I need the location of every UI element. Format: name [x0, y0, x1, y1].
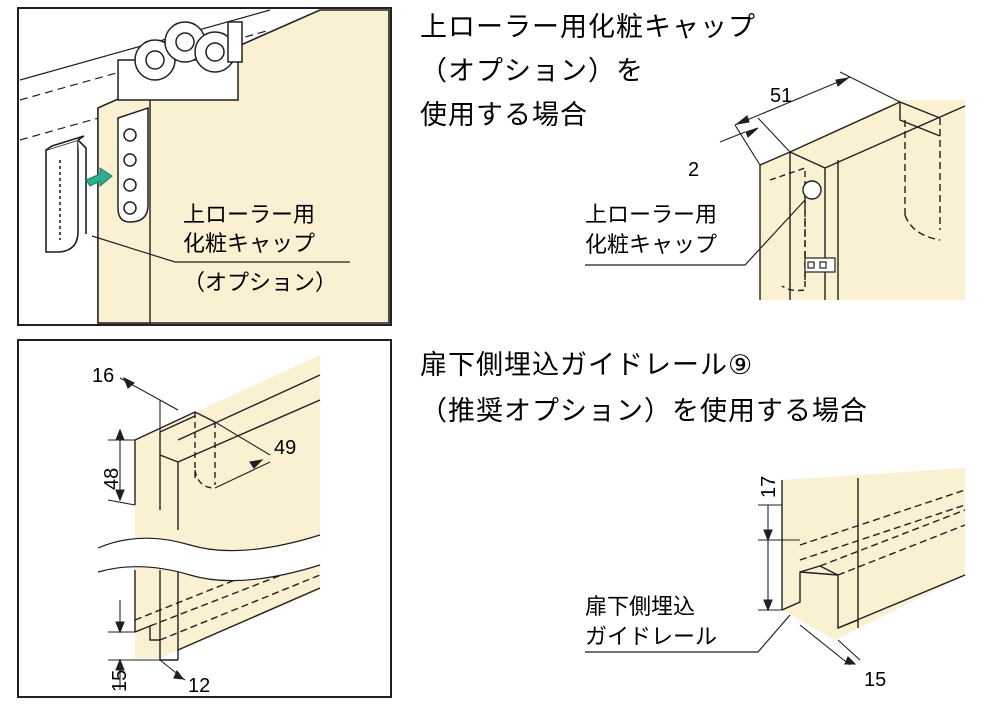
decorative-cap: [45, 135, 87, 253]
roller-assembly: [117, 21, 243, 223]
bottom-left-dimension-lines: [107, 376, 271, 690]
right-callout-line-1: 上ローラー用: [585, 203, 717, 228]
right-callout-line-2: 化粧キャップ: [585, 233, 717, 258]
top-right-drawing: 51 2 上ローラー用 化粧キャップ: [585, 71, 966, 300]
bottom-title-line-2: （推奨オプション）を使用する場合: [420, 396, 868, 427]
dim-2-label: 2: [688, 159, 699, 181]
left-callout-line-1: 上ローラー用: [183, 203, 315, 228]
dim-49-label: 49: [274, 437, 296, 459]
dim-15-label-right: 15: [864, 669, 886, 691]
break-wave: [98, 535, 320, 581]
bottom-right-heading: 扉下側埋込ガイドレール⑨ （推奨オプション）を使用する場合: [420, 350, 868, 427]
dim-51-label: 51: [770, 85, 792, 107]
top-title-line-1: 上ローラー用化粧キャップ: [420, 12, 756, 43]
bottom-left-panel: 16 48 49 15 12: [17, 339, 392, 698]
dim-51-lines: [719, 71, 901, 166]
cap-hardware: [804, 257, 836, 273]
guide-rail-leader: [585, 614, 791, 653]
bottom-title-line-1: 扉下側埋込ガイドレール⑨: [420, 350, 753, 381]
top-title-line-3: 使用する場合: [420, 100, 588, 131]
dim-17-label: 17: [758, 476, 780, 498]
top-right-heading: 上ローラー用化粧キャップ （オプション）を 使用する場合: [420, 12, 756, 131]
guide-rail-callout-line-2: ガイドレール: [585, 625, 717, 650]
door-upper: [135, 355, 320, 560]
install-arrow-icon: [85, 167, 113, 188]
bottom-right-dimension-lines: [758, 504, 861, 666]
dim-15-label-left: 15: [109, 670, 131, 692]
dim-48-label: 48: [101, 468, 123, 490]
right-callout-leader: [585, 199, 806, 266]
left-callout-line-3: （オプション）: [183, 271, 337, 296]
guide-rail-callout-line-1: 扉下側埋込: [585, 595, 695, 620]
top-left-panel: 上ローラー用 化粧キャップ （オプション）: [17, 7, 392, 326]
left-callout-line-2: 化粧キャップ: [183, 232, 315, 257]
dim-16-label: 16: [92, 365, 114, 387]
callout-leader: [91, 235, 350, 263]
door-block-bottom: [782, 468, 965, 640]
top-title-line-2: （オプション）を: [420, 56, 644, 87]
dim-12-label: 12: [188, 675, 210, 697]
bottom-right-drawing: 17 15 扉下側埋込 ガイドレール: [585, 468, 966, 691]
